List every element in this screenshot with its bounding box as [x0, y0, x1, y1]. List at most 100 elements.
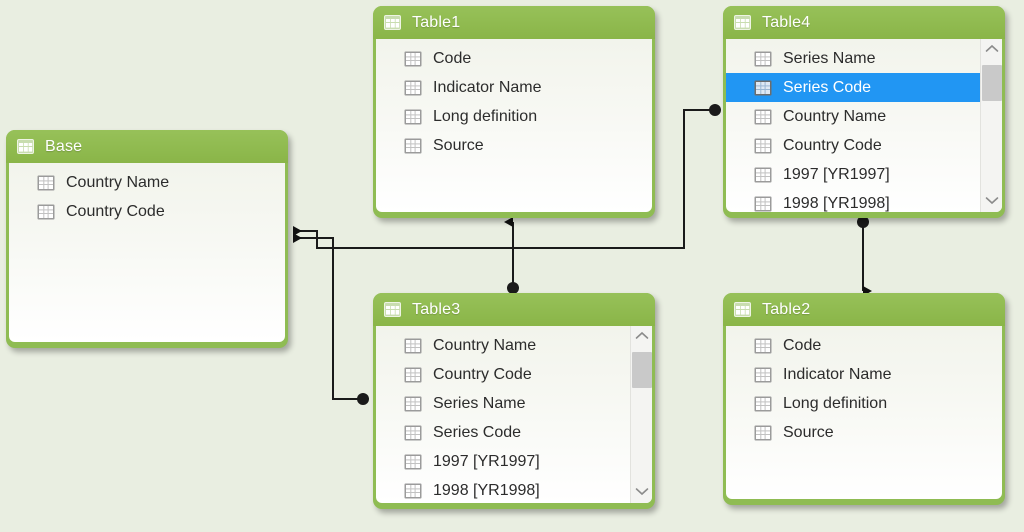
field-list-scrollbar[interactable] [630, 326, 652, 503]
field-label: Source [783, 423, 834, 441]
field-row[interactable]: 1998 [YR1998] [726, 189, 1002, 212]
field-label: 1998 [YR1998] [783, 194, 890, 212]
field-icon [754, 425, 772, 441]
connector-endpoint-dot [709, 104, 721, 116]
field-icon [404, 483, 422, 499]
field-list-scrollbar[interactable] [980, 39, 1002, 212]
scrollbar-thumb[interactable] [632, 352, 652, 388]
table-header-table1[interactable]: Table1 [373, 6, 655, 39]
field-label: Country Name [783, 107, 887, 125]
field-row[interactable]: Code [376, 44, 652, 73]
field-row[interactable]: Series Name [376, 389, 652, 418]
table-icon [734, 302, 751, 317]
field-label: Long definition [783, 394, 888, 412]
field-label: Source [433, 136, 484, 154]
scrollbar-thumb[interactable] [982, 65, 1002, 101]
chevron-up-icon[interactable] [631, 326, 652, 346]
field-row[interactable]: Long definition [376, 102, 652, 131]
field-label: Country Name [66, 173, 170, 191]
field-icon [754, 51, 772, 67]
field-icon [404, 396, 422, 412]
table-title: Table3 [412, 300, 461, 318]
field-row[interactable]: Country Name [376, 331, 652, 360]
connector-endpoint-dot [357, 393, 369, 405]
field-icon [754, 109, 772, 125]
field-row[interactable]: Long definition [726, 389, 1002, 418]
field-row[interactable]: Indicator Name [376, 73, 652, 102]
table-header-table4[interactable]: Table4 [723, 6, 1005, 39]
field-icon [754, 138, 772, 154]
chevron-up-icon[interactable] [981, 39, 1002, 59]
field-row-selected[interactable]: Series Code [726, 73, 1002, 102]
field-row[interactable]: 1998 [YR1998] [376, 476, 652, 503]
field-label: Country Name [433, 336, 537, 354]
table-header-table3[interactable]: Table3 [373, 293, 655, 326]
field-icon [754, 167, 772, 183]
field-icon [754, 367, 772, 383]
field-label: 1997 [YR1997] [783, 165, 890, 183]
field-row[interactable]: Indicator Name [726, 360, 1002, 389]
field-row[interactable]: Series Code [376, 418, 652, 447]
field-row[interactable]: Series Name [726, 44, 1002, 73]
field-label: Series Name [783, 49, 876, 67]
field-icon [404, 80, 422, 96]
field-row[interactable]: Source [376, 131, 652, 160]
field-label: Series Code [433, 423, 522, 441]
field-icon [404, 138, 422, 154]
field-label: Series Code [783, 78, 872, 96]
field-label: Country Code [783, 136, 882, 154]
field-row[interactable]: Country Name [726, 102, 1002, 131]
field-label: Indicator Name [433, 78, 542, 96]
field-icon [404, 425, 422, 441]
field-label: Indicator Name [783, 365, 892, 383]
field-row[interactable]: 1997 [YR1997] [376, 447, 652, 476]
table-title: Table1 [412, 13, 461, 31]
table-icon [734, 15, 751, 30]
field-icon [754, 396, 772, 412]
connector-table3-to-base [293, 233, 363, 400]
field-row[interactable]: Source [726, 418, 1002, 447]
field-row[interactable]: Country Name [9, 168, 285, 197]
field-label: 1998 [YR1998] [433, 481, 540, 499]
field-label: Long definition [433, 107, 538, 125]
field-row[interactable]: Country Code [9, 197, 285, 226]
field-label: Country Code [433, 365, 532, 383]
chevron-down-icon[interactable] [631, 481, 652, 501]
field-label: Code [433, 49, 472, 67]
table-title: Table2 [762, 300, 811, 318]
field-label: 1997 [YR1997] [433, 452, 540, 470]
field-icon [404, 109, 422, 125]
table-header-base[interactable]: Base [6, 130, 288, 163]
table-icon [384, 15, 401, 30]
field-icon [37, 175, 55, 191]
field-row[interactable]: Country Code [376, 360, 652, 389]
field-icon [404, 338, 422, 354]
field-row[interactable]: Code [726, 331, 1002, 360]
table-title: Base [45, 137, 83, 155]
field-row[interactable]: Country Code [726, 131, 1002, 160]
field-label: Country Code [66, 202, 165, 220]
field-icon [37, 204, 55, 220]
field-row[interactable]: 1997 [YR1997] [726, 160, 1002, 189]
table-header-table2[interactable]: Table2 [723, 293, 1005, 326]
field-label: Series Name [433, 394, 526, 412]
table-title: Table4 [762, 13, 811, 31]
field-icon [754, 196, 772, 212]
chevron-down-icon[interactable] [981, 190, 1002, 210]
field-label: Code [783, 336, 822, 354]
